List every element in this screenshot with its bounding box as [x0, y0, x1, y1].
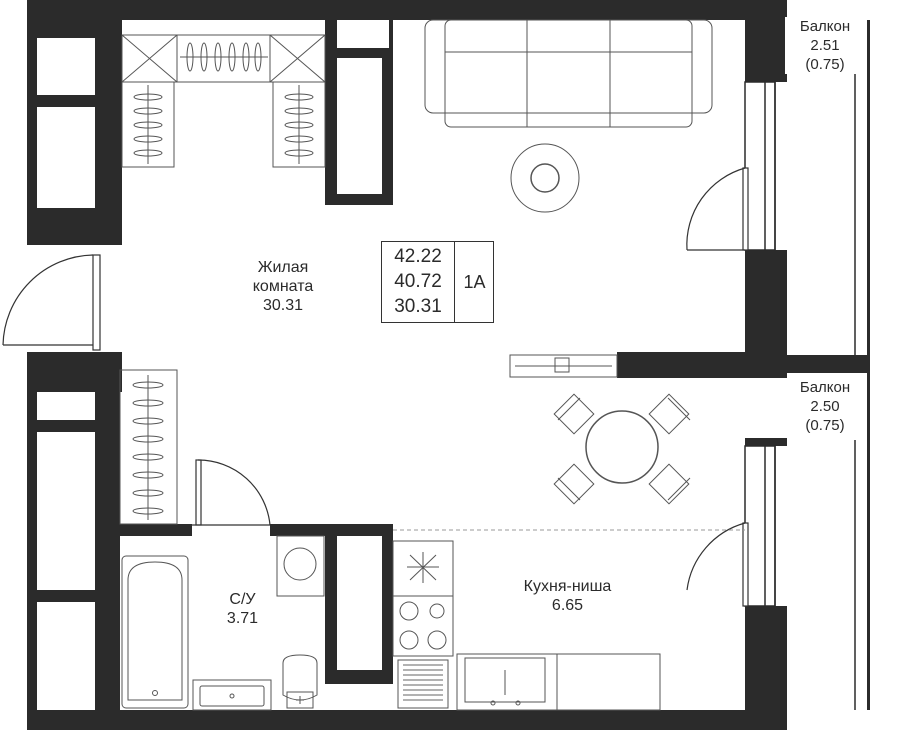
area-summary-box: 42.22 40.72 30.31 1А	[381, 241, 494, 323]
balcony-top-area: 2.51	[810, 37, 840, 54]
balcony-rails	[744, 60, 856, 710]
total-area: 42.22	[394, 245, 442, 267]
living-room-name-line1: Жилая	[257, 259, 309, 276]
balcony-top-coef: (0.75)	[805, 56, 845, 73]
kitchen-area: 6.65	[551, 597, 584, 614]
kitchen-name: Кухня-ниша	[523, 578, 612, 595]
doors	[2, 167, 749, 607]
walls	[27, 0, 870, 730]
balcony-bottom-name: Балкон	[799, 379, 851, 396]
bathroom-name: С/У	[229, 591, 256, 608]
living-room-label: Жилая комната 30.31	[228, 258, 338, 315]
apartment-type: 1А	[463, 271, 486, 292]
living-room-area: 30.31	[262, 297, 304, 314]
balcony-bottom-label: Балкон 2.50 (0.75)	[785, 378, 865, 435]
hood-icon	[407, 552, 439, 583]
living-area: 30.31	[394, 296, 442, 318]
balcony-bottom-coef: (0.75)	[805, 417, 845, 434]
chairs	[553, 393, 691, 505]
hangers-top	[186, 42, 262, 72]
area-values: 42.22 40.72 30.31	[382, 242, 455, 322]
living-room-name-line2: комната	[252, 278, 314, 295]
balcony-top-label: Балкон 2.51 (0.75)	[785, 17, 865, 74]
kitchen-label: Кухня-ниша 6.65	[505, 577, 630, 615]
bathroom-label: С/У 3.71	[210, 590, 275, 628]
bathroom-area: 3.71	[226, 610, 259, 627]
balcony-bottom-area: 2.50	[810, 398, 840, 415]
area-without-balcony: 40.72	[394, 270, 442, 292]
balcony-top-name: Балкон	[799, 18, 851, 35]
furniture	[119, 19, 745, 711]
